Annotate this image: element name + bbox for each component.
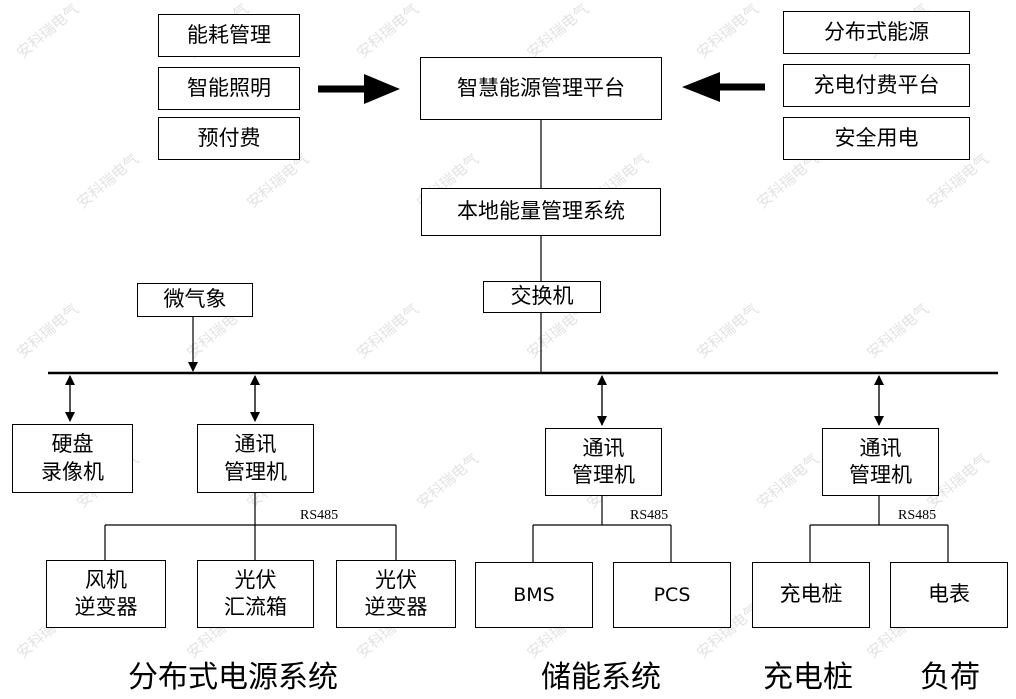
pv-inverter: 光伏 逆变器 [336,560,456,628]
rs485-label-charging: RS485 [898,508,937,523]
smart-energy-platform: 智慧能源管理平台 [420,57,662,120]
module-prepaid: 预付费 [158,117,300,160]
caption-energy-storage: 储能系统 [541,660,661,695]
charging-pile-box: 充电桩 [752,562,870,628]
module-charging-payment: 充电付费平台 [783,64,970,107]
caption-distributed-power: 分布式电源系统 [128,660,338,695]
micro-weather-station: 微气象 [137,283,253,317]
electric-meter-box: 电表 [890,562,1008,628]
wind-turbine-inverter: 风机 逆变器 [46,560,166,628]
local-energy-management-system: 本地能量管理系统 [421,188,661,236]
module-distributed-energy: 分布式能源 [783,11,970,54]
pcs-box: PCS [613,562,731,628]
hard-disk-recorder: 硬盘 录像机 [12,424,133,493]
right-to-platform-arrow [682,72,765,102]
bms-box: BMS [475,562,593,628]
caption-load: 负荷 [920,660,980,695]
network-switch: 交换机 [483,281,601,313]
comm-manager-charging: 通讯 管理机 [822,428,939,496]
pv-combiner-box: 光伏 汇流箱 [197,560,314,628]
caption-charging-pile: 充电桩 [763,660,853,695]
module-energy-consumption: 能耗管理 [158,14,300,57]
rs485-label-storage: RS485 [630,508,669,523]
left-to-platform-arrow [318,74,400,104]
module-electrical-safety: 安全用电 [783,117,970,160]
module-smart-lighting: 智能照明 [158,67,300,110]
rs485-label-distributed: RS485 [300,508,339,523]
comm-manager-storage: 通讯 管理机 [545,428,662,496]
comm-manager-distributed: 通讯 管理机 [197,424,314,493]
